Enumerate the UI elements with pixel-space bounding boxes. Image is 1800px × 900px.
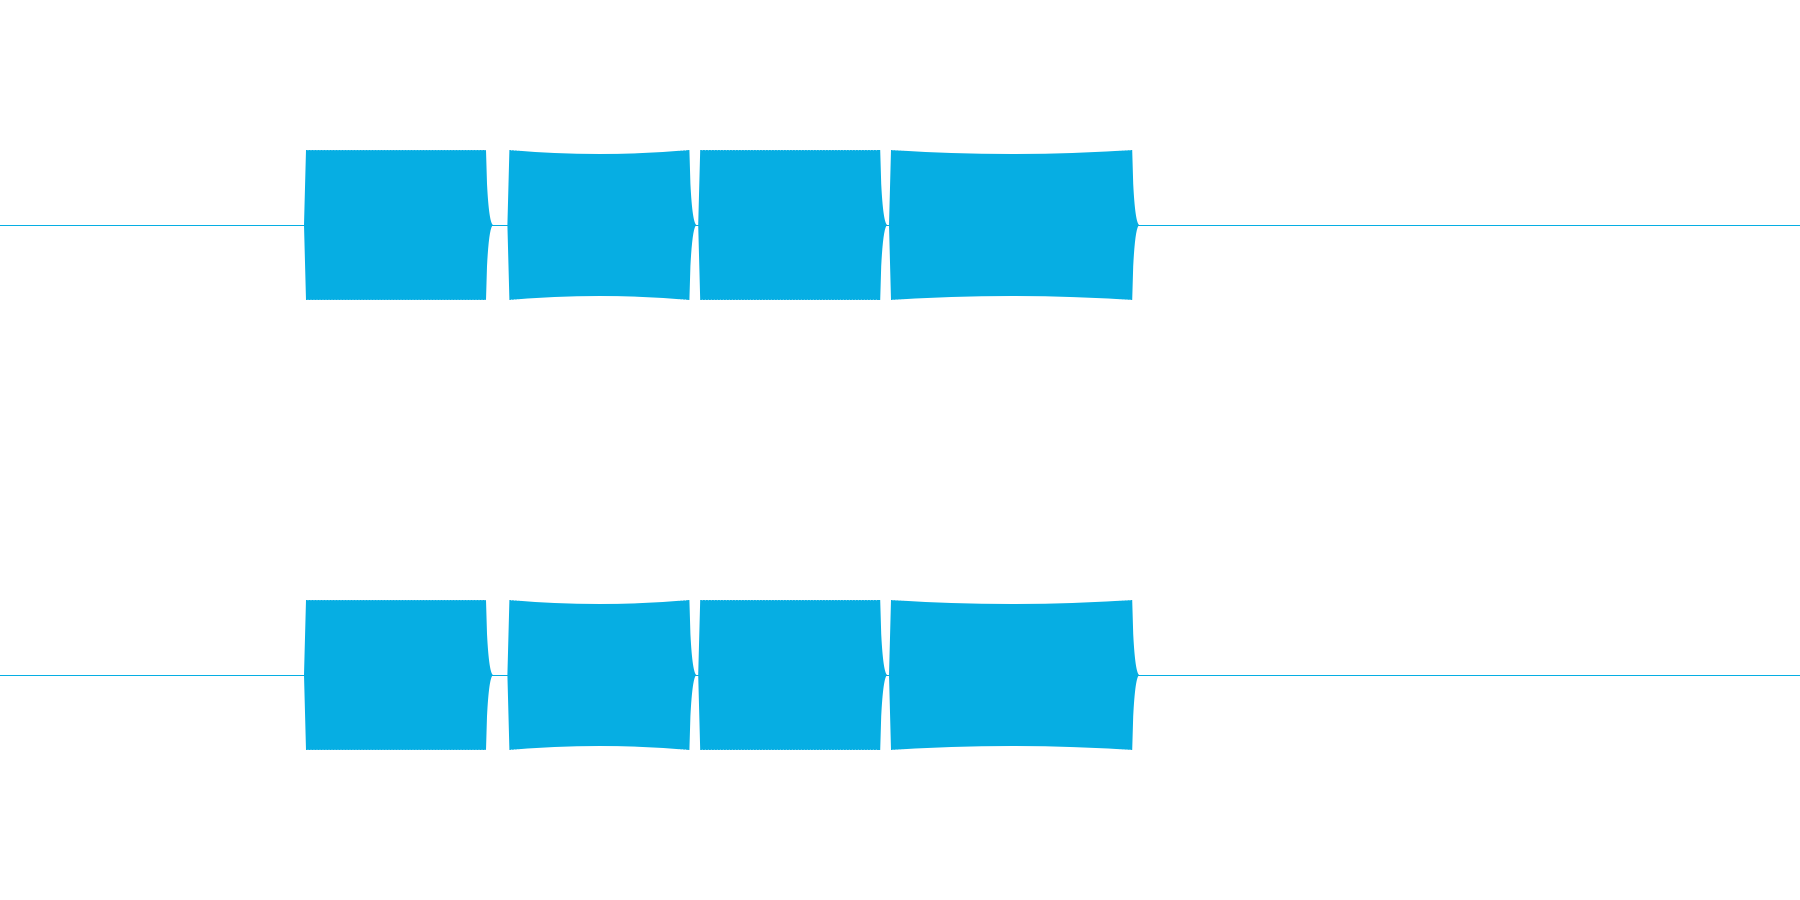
waveform-segment-1-ripple <box>307 599 486 751</box>
waveform-segment-1-ripple <box>307 149 486 301</box>
waveform-segment-3 <box>698 150 888 300</box>
waveform-segment-4 <box>889 600 1140 750</box>
waveform-segment-3 <box>698 600 888 750</box>
waveform-segment-2 <box>507 600 697 750</box>
waveform-channel-2 <box>0 599 1800 751</box>
waveform-channel-1 <box>0 149 1800 301</box>
waveform-segment-2-ripple <box>511 599 686 751</box>
waveform-segment-2-ripple <box>511 149 686 301</box>
waveform-segment-4-ripple <box>892 149 1131 301</box>
waveform-segment-1 <box>304 600 493 750</box>
waveform-segment-2 <box>507 150 697 300</box>
waveform-segment-4 <box>889 150 1140 300</box>
waveform-segment-4-ripple <box>892 599 1131 751</box>
waveform-segment-3-ripple <box>701 599 877 751</box>
waveform-segment-1 <box>304 150 493 300</box>
waveform-segment-3-ripple <box>701 149 877 301</box>
